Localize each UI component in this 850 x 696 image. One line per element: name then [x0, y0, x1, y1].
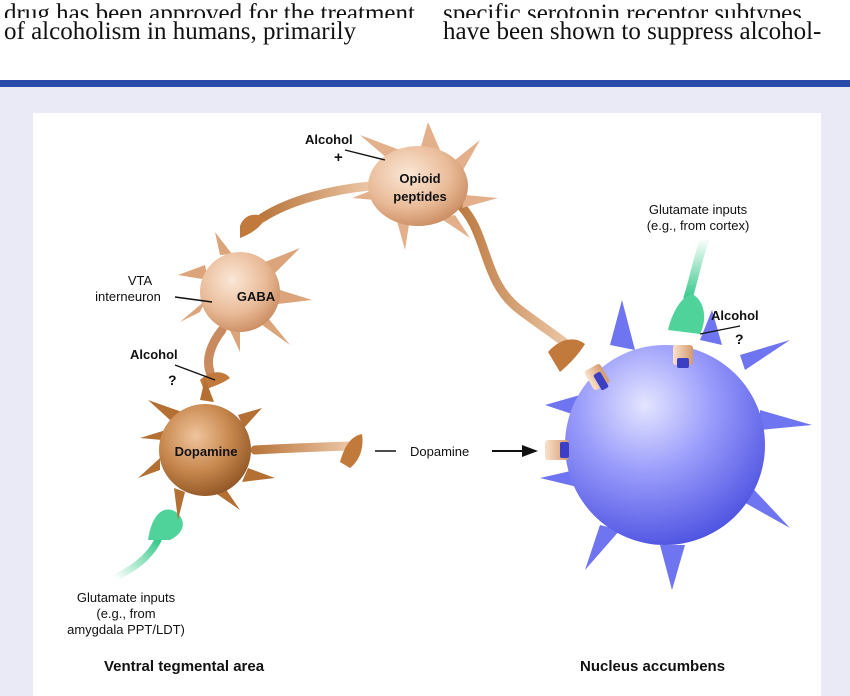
article-line: of alcoholism in humans, primarily — [4, 18, 357, 45]
alcohol-effect-plus: + — [334, 149, 343, 166]
article-right-column: specific serotonin receptor subtypes hav… — [443, 0, 821, 45]
dopamine-neuron — [138, 378, 275, 520]
article-text: drug has been approved for the treatment… — [0, 0, 850, 80]
vta-pointer — [174, 296, 213, 303]
alcohol-label-right: Alcohol — [711, 308, 759, 323]
alcohol-top-pointer — [344, 149, 386, 161]
opioid-label: Opioid — [399, 171, 440, 186]
section-divider — [0, 80, 850, 87]
dopamine-receptor — [545, 440, 569, 460]
alcohol-left-pointer — [174, 364, 216, 381]
article-line: have been shown to suppress alcohol- — [443, 18, 822, 45]
opioid-peptides-neuron — [352, 122, 498, 250]
dopamine-arrow-label: Dopamine — [410, 444, 469, 459]
region-label-accumbens: Nucleus accumbens — [580, 658, 725, 675]
opioid-receptor — [584, 364, 610, 391]
pointer-lines — [174, 149, 741, 452]
glutamate-cortex-label: (e.g., from cortex) — [647, 218, 750, 233]
alcohol-effect-question: ? — [735, 331, 744, 347]
glutamate-amygdala-label: amygdala PPT/LDT) — [67, 622, 185, 637]
vta-interneuron-label: interneuron — [95, 289, 161, 304]
glutamate-amygdala-label: (e.g., from — [96, 606, 155, 621]
gaba-neuron — [178, 232, 312, 352]
gaba-label: GABA — [237, 289, 276, 304]
opioid-to-gaba-axon — [240, 181, 375, 238]
alcohol-right-pointer — [699, 325, 741, 335]
region-label-vta: Ventral tegmental area — [104, 658, 265, 675]
accumbens-receptors — [545, 345, 693, 460]
nucleus-accumbens-neuron — [540, 300, 812, 590]
glutamate-accumbens-terminal — [668, 233, 710, 334]
arrowhead-icon — [522, 445, 538, 457]
opioid-to-accumbens-axon — [450, 195, 585, 372]
dopamine-neuron-label: Dopamine — [175, 444, 238, 459]
glutamate-receptor — [673, 345, 693, 368]
glutamate-amygdala-label: Glutamate inputs — [77, 590, 176, 605]
alcohol-effect-question: ? — [168, 372, 177, 388]
article-line: specific serotonin receptor subtypes — [443, 0, 802, 18]
article-left-column: drug has been approved for the treatment… — [4, 0, 415, 45]
glutamate-cortex-label: Glutamate inputs — [649, 202, 748, 217]
opioid-label: peptides — [393, 189, 446, 204]
dopamine-arrow — [492, 445, 538, 457]
article-line: drug has been approved for the treatment — [4, 0, 415, 18]
glutamate-vta-terminal — [111, 509, 183, 582]
alcohol-label-left: Alcohol — [130, 347, 178, 362]
dopamine-axon — [250, 434, 363, 468]
vta-interneuron-label: VTA — [128, 273, 153, 288]
alcohol-label-top: Alcohol — [305, 132, 353, 147]
